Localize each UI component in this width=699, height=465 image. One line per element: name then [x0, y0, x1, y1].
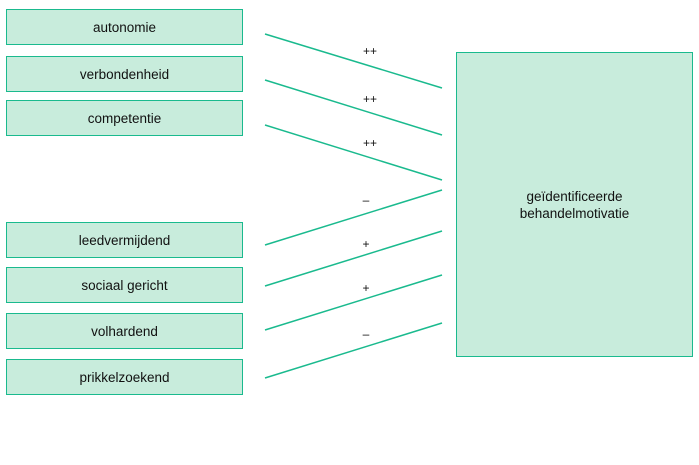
sign-label-sociaal-gericht: + [362, 237, 369, 251]
connector-line-volhardend [264, 274, 443, 331]
sign-label-volhardend: + [362, 281, 369, 295]
factor-box-verbondenheid: verbondenheid [6, 56, 243, 92]
connector-line-competentie [264, 124, 443, 181]
target-label: geïdentificeerde behandelmotivatie [520, 188, 630, 222]
factor-label: sociaal gericht [81, 277, 168, 293]
factor-label: volhardend [91, 323, 158, 339]
connector-line-leedvermijdend [264, 189, 443, 246]
connector-line-verbondenheid [264, 79, 443, 136]
target-label-line1: geïdentificeerde [526, 188, 623, 204]
sign-label-autonomie: ++ [363, 44, 377, 58]
factor-box-volhardend: volhardend [6, 313, 243, 349]
sign-label-prikkelzoekend: – [363, 327, 370, 341]
factor-label: prikkelzoekend [79, 369, 170, 385]
factor-label: verbondenheid [79, 66, 170, 82]
target-box: geïdentificeerde behandelmotivatie [456, 52, 693, 357]
connector-line-autonomie [264, 33, 443, 89]
factor-label: competentie [87, 110, 162, 126]
factor-box-leedvermijdend: leedvermijdend [6, 222, 243, 258]
connector-line-sociaal-gericht [264, 230, 443, 287]
factor-label: leedvermijdend [78, 232, 171, 248]
factor-box-autonomie: autonomie [6, 9, 243, 45]
target-label-line2: behandelmotivatie [519, 205, 630, 221]
factor-box-prikkelzoekend: prikkelzoekend [6, 359, 243, 395]
factor-box-sociaal-gericht: sociaal gericht [6, 267, 243, 303]
factor-label: autonomie [92, 19, 157, 35]
connector-line-prikkelzoekend [264, 322, 443, 379]
sign-label-competentie: ++ [363, 136, 377, 150]
sign-label-verbondenheid: ++ [363, 92, 377, 106]
factor-box-competentie: competentie [6, 100, 243, 136]
sign-label-leedvermijdend: – [363, 193, 370, 207]
